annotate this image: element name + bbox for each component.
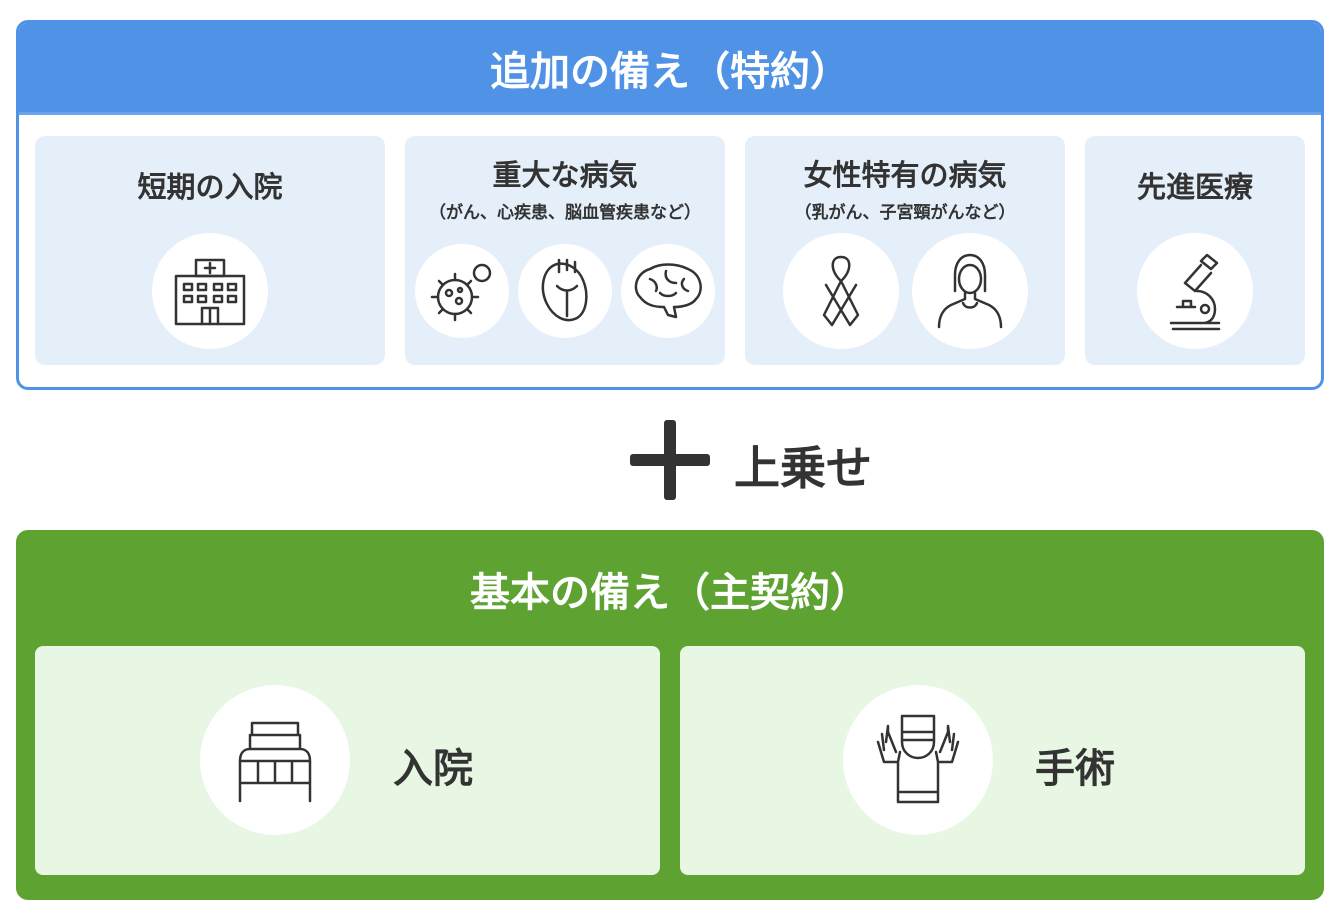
card-advanced-medical: 先進医療 — [1085, 136, 1305, 365]
hospital-icon — [152, 233, 268, 349]
card-title: 重大な病気 — [492, 158, 638, 192]
card-short-hospitalization: 短期の入院 — [35, 136, 385, 365]
heart-icon — [518, 244, 612, 338]
surgeon-icon — [843, 685, 993, 835]
cancer-cell-icon — [415, 244, 509, 338]
additional-coverage-panel: 追加の備え（特約） 短期の入院 重大な病気 （がん、心疾患、脳血管疾患など） 女… — [16, 20, 1324, 390]
additional-coverage-title: 追加の備え（特約） — [19, 23, 1321, 115]
woman-icon — [912, 233, 1028, 349]
card-title: 入院 — [393, 746, 473, 792]
card-serious-illness: 重大な病気 （がん、心疾患、脳血管疾患など） — [405, 136, 725, 365]
ribbon-icon — [783, 233, 899, 349]
card-title: 手術 — [1035, 746, 1115, 792]
brain-icon — [621, 244, 715, 338]
plus-icon — [630, 420, 710, 500]
basic-coverage-title: 基本の備え（主契約） — [470, 570, 870, 616]
basic-coverage-panel: 基本の備え（主契約） 入院 手術 — [16, 530, 1324, 900]
plus-label: 上乗せ — [734, 441, 872, 495]
card-subtitle: （乳がん、子宮頸がんなど） — [794, 203, 1016, 223]
bed-icon — [200, 685, 350, 835]
card-title: 女性特有の病気 — [803, 158, 1007, 192]
card-surgery: 手術 — [680, 646, 1305, 875]
card-subtitle: （がん、心疾患、脳血管疾患など） — [429, 203, 701, 223]
card-title: 先進医療 — [1136, 170, 1253, 204]
card-title: 短期の入院 — [137, 170, 283, 204]
microscope-icon — [1137, 233, 1253, 349]
card-hospitalization: 入院 — [35, 646, 660, 875]
card-female-illness: 女性特有の病気 （乳がん、子宮頸がんなど） — [745, 136, 1065, 365]
